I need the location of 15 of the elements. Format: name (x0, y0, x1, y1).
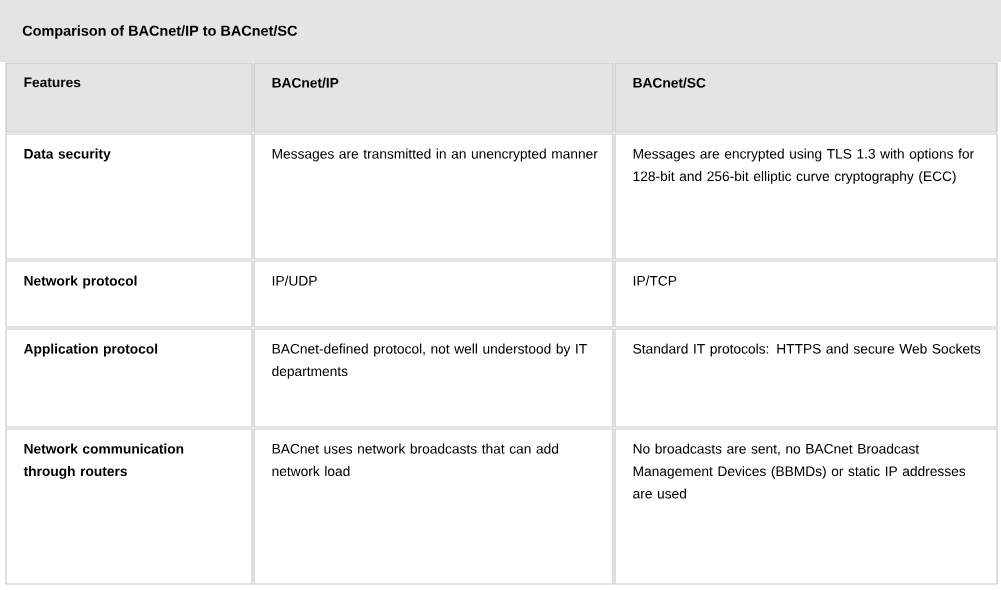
table-cell: IP/UDP (253, 260, 614, 328)
table-cell: IP/TCP (614, 260, 998, 328)
table-cell: No broadcasts are sent, no BACnet Broadcast Management Devices (BBMDs) or static IP addresses are used (614, 428, 998, 585)
table-cell: Network communication through routers (5, 428, 253, 585)
header-cell: Features (5, 62, 253, 133)
table-cell: Application protocol (5, 328, 253, 428)
table-cell: BACnet uses network broadcasts that can add network load (253, 428, 614, 585)
header-cell: BACnet/IP (253, 62, 614, 133)
table-cell: Messages are transmitted in an unencrypted manner (253, 133, 614, 260)
table-cell: Standard IT protocols: HTTPS and secure Web Sockets (614, 328, 998, 428)
table-cell: BACnet-defined protocol, not well understood by IT departments (253, 328, 614, 428)
header-cell: BACnet/SC (614, 62, 998, 133)
table-cell: Messages are encrypted using TLS 1.3 with options for 128-bit and 256-bit elliptic curve cryptography (ECC) (614, 133, 998, 260)
table-cell: Data security (5, 133, 253, 260)
table-cell: Network protocol (5, 260, 253, 328)
